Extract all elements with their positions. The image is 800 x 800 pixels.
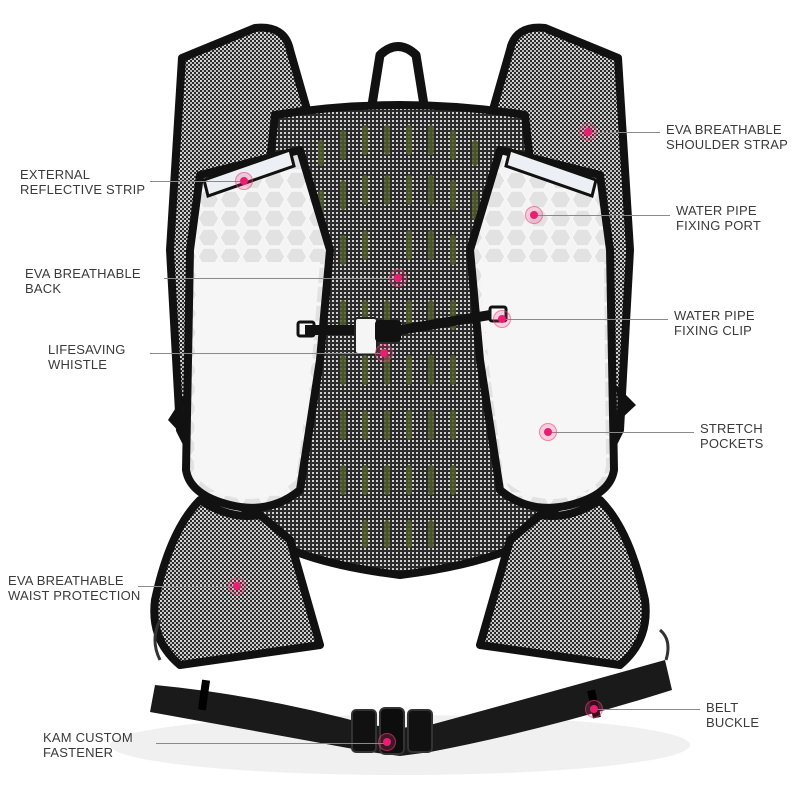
- leader-line-water-pipe-fixing-clip: [502, 319, 668, 320]
- leader-line-eva-breathable-back: [164, 278, 398, 279]
- sternum-hook-left: [296, 320, 316, 338]
- left-side-toggle: [168, 395, 184, 435]
- whistle-buckle: [354, 317, 378, 355]
- belt-buckle-left: [351, 709, 377, 753]
- marker-eva-breathable-shoulder-strap: [579, 123, 597, 141]
- marker-external-reflective-strip: [235, 172, 253, 190]
- marker-water-pipe-fixing-clip: [493, 310, 511, 328]
- leader-line-lifesaving-whistle: [150, 353, 382, 354]
- marker-stretch-pockets: [539, 423, 557, 441]
- marker-water-pipe-fixing-port: [525, 206, 543, 224]
- marker-eva-breathable-waist-protection: [228, 577, 246, 595]
- belt-keeper-left: [197, 679, 211, 711]
- leader-line-belt-buckle: [594, 709, 700, 710]
- grab-handle: [367, 42, 429, 106]
- marker-lifesaving-whistle: [375, 344, 393, 362]
- left-pocket-lower: [194, 262, 320, 499]
- marker-belt-buckle: [585, 700, 603, 718]
- right-reflective-strip: [504, 148, 598, 198]
- left-side-clip: [153, 619, 162, 661]
- leader-line-water-pipe-fixing-port: [534, 215, 670, 216]
- leader-line-eva-breathable-shoulder-strap: [588, 132, 660, 133]
- leader-line-stretch-pockets: [548, 432, 694, 433]
- right-waist-wing: [476, 496, 650, 669]
- leader-line-kam-custom-fastener: [156, 743, 384, 744]
- leader-line-eva-breathable-waist-protection: [138, 586, 236, 587]
- right-side-toggle: [616, 385, 636, 420]
- leader-line-external-reflective-strip: [150, 181, 242, 182]
- belt-buckle-right: [407, 709, 433, 753]
- marker-eva-breathable-back: [389, 269, 407, 287]
- right-side-clip: [658, 628, 670, 661]
- right-pocket-lower: [480, 262, 606, 499]
- waist-belt: [150, 660, 672, 756]
- eva-pads: [318, 125, 478, 548]
- chest-buckle: [375, 320, 401, 342]
- marker-kam-custom-fastener: [378, 733, 396, 751]
